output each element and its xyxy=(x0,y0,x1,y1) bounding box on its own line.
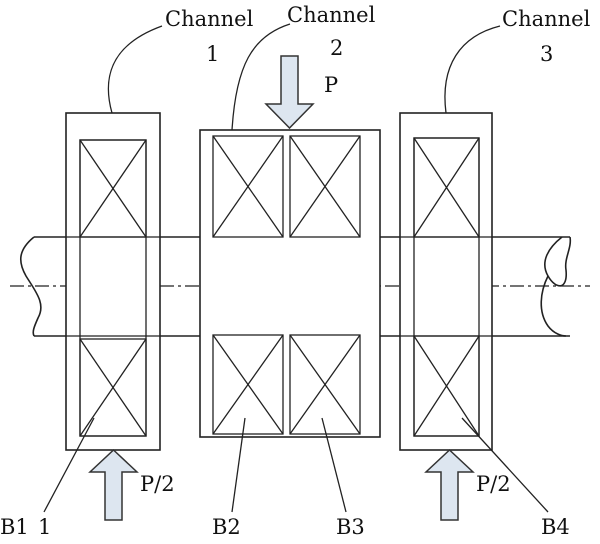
b1-leader xyxy=(43,417,95,513)
cross-line xyxy=(212,135,284,238)
channel-3-number: 3 xyxy=(540,42,553,66)
channel-3-label: Channel xyxy=(502,7,591,31)
bearing-b3-lower-roller xyxy=(289,334,361,435)
cross-line xyxy=(413,335,480,437)
load-arrow-down xyxy=(264,55,315,130)
load-top-label: P xyxy=(324,73,338,97)
b2-leader xyxy=(231,417,246,513)
channel-2-label: Channel xyxy=(287,3,376,27)
bearing-b2-lower-roller xyxy=(212,334,284,435)
bearing-b4-upper-roller xyxy=(413,137,480,238)
b3-label: B3 xyxy=(336,515,365,539)
cross-line xyxy=(413,137,480,238)
b3-leader xyxy=(321,417,347,513)
load-arrow-up-right xyxy=(424,448,475,521)
b1-number: 1 xyxy=(38,515,51,539)
cross-line xyxy=(289,135,361,238)
b2-label: B2 xyxy=(212,515,241,539)
channel-2-leader xyxy=(231,23,291,131)
bearing-b1-upper-roller xyxy=(79,139,147,238)
cross-line xyxy=(79,338,147,437)
load-right-label: P/2 xyxy=(476,472,511,496)
channel-1-label: Channel xyxy=(165,7,254,31)
load-left-label: P/2 xyxy=(140,472,175,496)
channel-3-leader xyxy=(444,25,501,114)
cross-line xyxy=(79,139,147,238)
channel-3-frame xyxy=(399,112,493,451)
channel-1-housing xyxy=(65,112,161,451)
load-arrow-up-left xyxy=(88,448,139,521)
channel-1-frame xyxy=(65,112,161,451)
shaft-right-break-bottom xyxy=(540,275,567,337)
channel-1-number: 1 xyxy=(206,42,219,66)
b1-label: B1 xyxy=(0,515,29,539)
bearing-b2-upper-roller xyxy=(212,135,284,238)
shaft-right-break-top xyxy=(544,236,572,287)
bearing-b4-lower-roller xyxy=(413,335,480,437)
cross-line xyxy=(289,334,361,435)
shaft-left-break xyxy=(19,236,42,337)
bearing-b3-upper-roller xyxy=(289,135,361,238)
bearing-b1-lower-roller xyxy=(79,338,147,437)
channel-2-housing xyxy=(199,129,381,438)
channel-1-leader xyxy=(107,25,163,114)
cross-line xyxy=(212,334,284,435)
b4-label: B4 xyxy=(541,515,570,539)
b4-leader xyxy=(461,417,549,513)
channel-2-number: 2 xyxy=(330,36,343,60)
channel-3-housing xyxy=(399,112,493,451)
